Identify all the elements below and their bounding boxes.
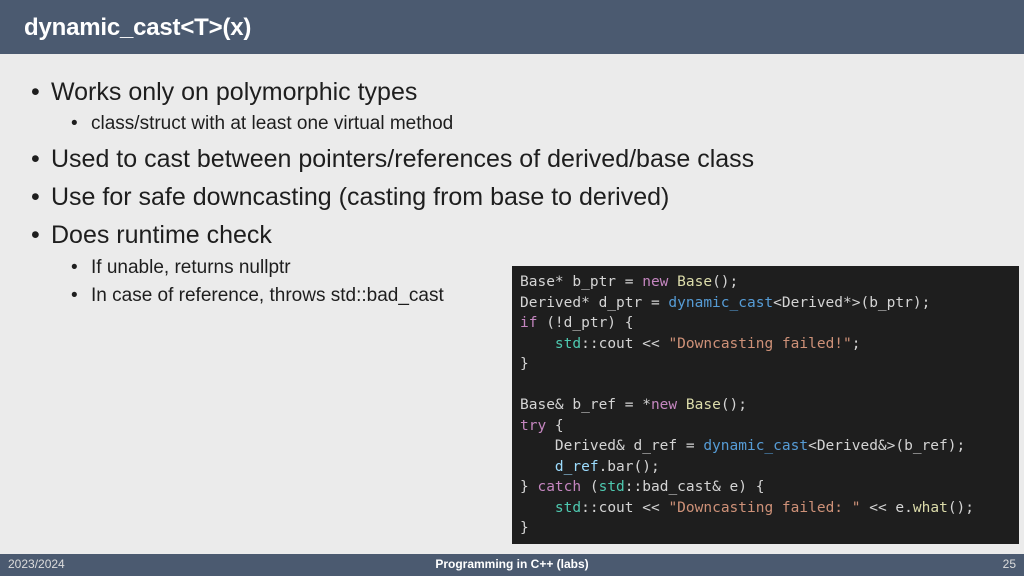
bullet-item: • Use for safe downcasting (casting from … [31,183,669,212]
bullet-item: • Works only on polymorphic types [31,78,417,107]
code-line: if (!d_ptr) { [520,315,634,331]
code-line: std::cout << "Downcasting failed: " << e… [554,499,975,516]
footer-course: Programming in C++ (labs) [435,557,589,571]
code-line: Base* b_ptr = new Base(); [520,274,739,290]
bullet-text: Use for safe downcasting (casting from b… [51,183,670,211]
code-line: Derived& d_ref = dynamic_cast<Derived&>(… [520,438,966,454]
sub-bullet-dot-icon: • [71,113,78,134]
bullet-dot-icon: • [31,78,40,106]
slide-footer: 2023/2024 Programming in C++ (labs) 25 [0,554,1024,576]
code-line: try { [520,417,564,434]
slide-title: dynamic_cast<T>(x) [24,14,252,41]
code-line: } [520,356,529,372]
sub-bullet-item: • class/struct with at least one virtual … [71,113,453,135]
code-line: Derived* d_ptr = dynamic_cast<Derived*>(… [520,294,931,311]
code-line: std::cout << "Downcasting failed!"; [554,335,861,352]
footer-year: 2023/2024 [8,557,65,571]
sub-bullet-text: If unable, returns nullptr [91,257,291,278]
code-block: Base* b_ptr = new Base(); Derived* d_ptr… [512,266,1019,544]
sub-bullet-dot-icon: • [71,285,78,306]
code-listing: Base* b_ptr = new Base(); Derived* d_ptr… [520,272,1011,539]
code-line: } catch (std::bad_cast& e) { [520,479,765,495]
bullet-text: Does runtime check [51,221,272,249]
sub-bullet-text: In case of reference, throws std::bad_ca… [91,285,444,306]
code-line: } [520,520,529,536]
bullet-text: Used to cast between pointers/references… [51,145,755,173]
bullet-dot-icon: • [31,145,40,173]
sub-bullet-item: • If unable, returns nullptr [71,257,291,279]
bullet-item: • Used to cast between pointers/reference… [31,145,754,174]
code-line: d_ref.bar(); [554,458,660,475]
sub-bullet-text: class/struct with at least one virtual m… [91,113,454,134]
sub-bullet-dot-icon: • [71,257,78,278]
footer-page-number: 25 [1002,557,1016,571]
code-line: Base& b_ref = *new Base(); [520,397,748,413]
bullet-item: • Does runtime check [31,221,272,250]
sub-bullet-item: • In case of reference, throws std::bad_c… [71,285,444,307]
bullet-text: Works only on polymorphic types [51,78,418,106]
bullet-dot-icon: • [31,221,40,249]
slide-header: dynamic_cast<T>(x) [0,0,1024,54]
bullet-dot-icon: • [31,183,40,211]
